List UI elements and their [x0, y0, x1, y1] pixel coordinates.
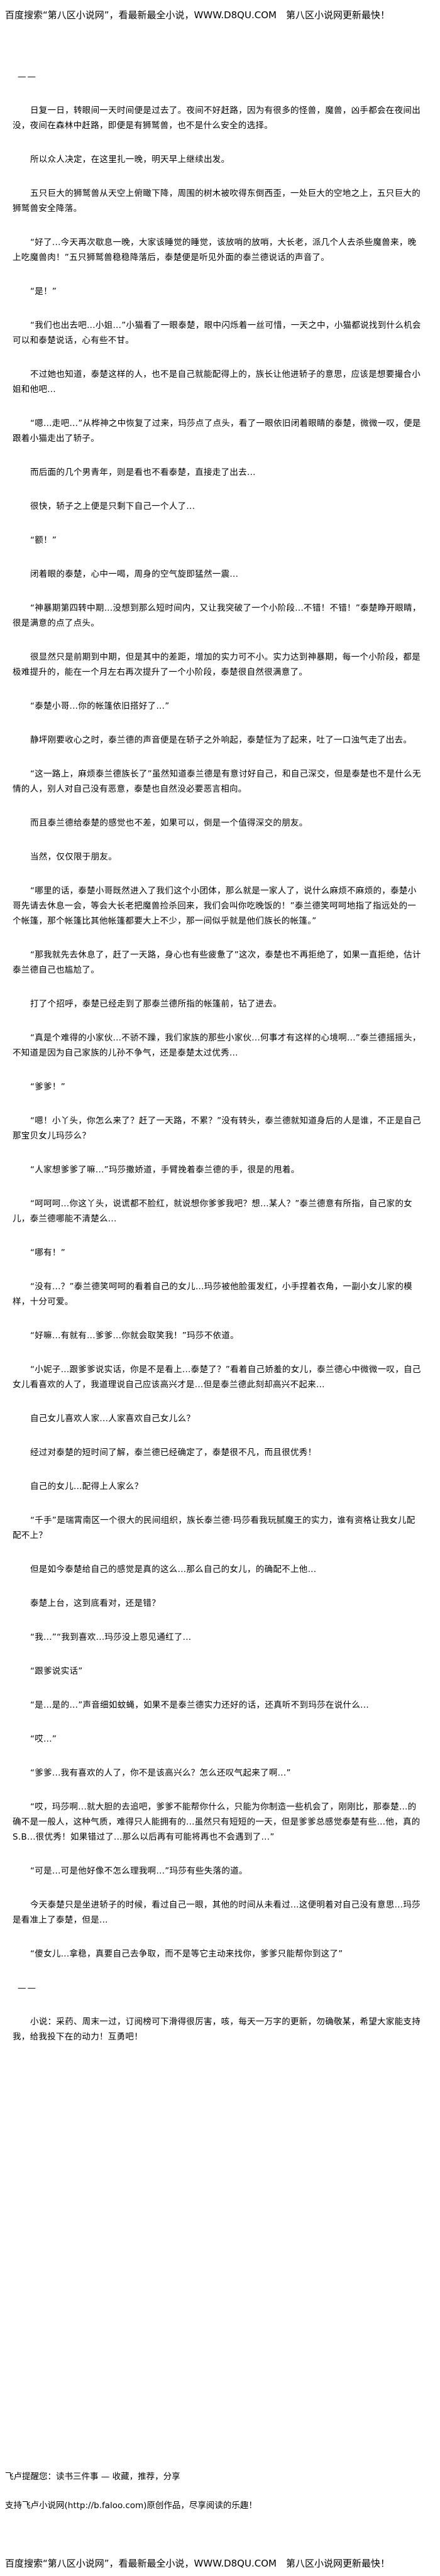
chapter-paragraph: “那我就先去休息了，赶了一天路，身心也有些疲惫了”这次，泰楚也不再拒绝了，如果一…: [13, 950, 421, 975]
chapter-paragraph: “我们也出去吧...小姐...”小猫看了一眼泰楚，眼中闪烁着一丝可惜，一天之中，…: [13, 320, 421, 346]
chapter-paragraph: “人家想爹爹了嘛...”玛莎撒娇道，手臂挽着泰兰德的手，很是的甩着。: [30, 1165, 300, 1175]
chapter-paragraph: 打了个招呼，泰楚已经走到了那泰兰德所指的帐篷前，钻了进去。: [30, 999, 282, 1009]
chapter-paragraph: “是！”: [30, 287, 57, 297]
share-reminder: 飞卢提醒您：读书三件事 — 收藏，推荐，分享: [5, 2472, 180, 2482]
chapter-paragraph: 静坪刚要收心之时，泰兰德的声音便是在轿子之外响起，泰楚怔为了起来，吐了一口浊气走…: [30, 735, 412, 745]
chapter-paragraph: “额！”: [30, 535, 57, 545]
chapter-paragraph: 当然，仅仅限于朋友。: [30, 852, 117, 862]
chapter-paragraph: “哎...”: [30, 1734, 57, 1744]
chapter-paragraph: 今天泰楚只是坐进轿子的时候，看过自己一眼，其他的时间从未看过...这便明着对自己…: [13, 1900, 421, 1925]
chapter-paragraph: “真是个难得的小家伙...不骄不躁，我们家族的那些小家伙...何事才有这样的心境…: [13, 1033, 421, 1058]
chapter-paragraph: “好了...今天再次歇息一晚，大家该睡觉的睡觉，该放哨的放哨，大长老，派几个人去…: [13, 237, 417, 263]
chapter-paragraph: 闭着眼的泰楚，心中一喝，周身的空气旋即猛然一震...: [30, 569, 239, 579]
chapter-paragraph: 很快，轿子之上便是只剩下自己一个人了...: [30, 501, 195, 511]
chapter-paragraph: “可是...可是他好像不怎么理我啊...”玛莎有些失落的道。: [30, 1866, 248, 1876]
chapter-paragraph: “是...是的...”声音细如蚊蝇，如果不是泰兰德实力还好的话，还真听不到玛莎在…: [30, 1700, 369, 1710]
chapter-footer: 飞卢提醒您：读书三件事 — 收藏，推荐，分享 支持飞卢小说网(http://b.…: [5, 2469, 435, 2527]
chapter-paragraph: 而后面的几个男青年，则是看也不看泰楚，直接走了出去...: [30, 467, 256, 478]
chapter-paragraph: 但是如今泰楚给自己的感觉是真的这么...那么自己的女儿，的确配不上他...: [30, 1564, 317, 1575]
chapter-paragraph: ——: [18, 1983, 37, 1993]
chapter-paragraph: “没有...？”泰兰德笑呵呵的看着自己的女儿...玛莎被他脸蛋发红，小手捏着衣角…: [13, 1282, 412, 1307]
chapter-paragraph: 日复一日，转眼间一天时间便是过去了。夜间不好赶路，因为有很多的怪兽，魔兽，凶手都…: [13, 106, 421, 131]
chapter-paragraph: “嗯！小丫头，你怎么来了？赶了一天路，不累？”没有转头，泰兰德就知道身后的人是谁…: [13, 1116, 421, 1141]
chapter-body: —— 日复一日，转眼间一天时间便是过去了。夜间不好赶路，因为有很多的怪兽，魔兽，凶…: [13, 69, 421, 2063]
chapter-paragraph: “哪里的话，泰楚小哥既然进入了我们这个小团体，那么就是一家人了，说什么麻烦不麻烦…: [13, 886, 417, 926]
chapter-paragraph: “嗯...走吧...”从桦神之中恢复了过来，玛莎点了点头，看了一眼依旧闭着眼睛的…: [13, 418, 421, 444]
chapter-paragraph: 自己女儿喜欢人家...人家喜欢自己女儿么？: [30, 1414, 195, 1424]
site-footer-notice: 百度搜索“第八区小说网”，看最新最全小说，WWW.D8QU.COM 第八区小说网…: [5, 2558, 390, 2569]
chapter-paragraph: “爹爹！”: [30, 1082, 65, 1092]
chapter-paragraph: ——: [18, 72, 37, 82]
chapter-paragraph: “哎，玛莎啊...就大胆的去追吧，爹爹不能帮你什么，只能为你制造一些机会了，刚刚…: [13, 1802, 421, 1842]
chapter-paragraph: “泰楚小哥...你的帐篷依旧搭好了...”: [30, 701, 170, 711]
chapter-paragraph: “爹爹...我有喜欢的人了，你不是该高兴么？怎么还叹气起来了啊...”: [30, 1768, 291, 1778]
chapter-paragraph: 小说：采药、周末一过，订阅榜可下滑得很厉害，咳，每天一万字的更新，勿确敬某，希望…: [13, 2017, 421, 2042]
chapter-paragraph: “我...”“我到喜欢...玛莎没上恩见通红了...: [30, 1632, 192, 1642]
chapter-paragraph: “神暴期第四转中期...没想到那么短时间内，又让我突破了一个小阶段...不错！不…: [13, 603, 421, 628]
chapter-paragraph: “呵呵呵...你这丫头，说谎都不脸红，就说想你爹爹我吧？想...某人？”泰兰德意…: [13, 1199, 412, 1224]
site-header-notice: 百度搜索“第八区小说网”，看最新最全小说，WWW.D8QU.COM 第八区小说网…: [5, 9, 390, 21]
chapter-paragraph: “这一路上，麻烦泰兰德族长了”虽然知道泰兰德是有意讨好自己，和自己深交，但是泰楚…: [13, 769, 421, 794]
chapter-paragraph: 泰楚上台，这到底看对，还是错？: [30, 1598, 160, 1608]
chapter-paragraph: 经过对泰楚的短时间了解，泰兰德已经确定了，泰楚很不凡，而且很优秀！: [30, 1448, 317, 1458]
support-notice: 支持飞卢小说网(http://b.faloo.com)原创作品，尽享阅读的乐趣！: [5, 2501, 257, 2511]
chapter-paragraph: “哪有！”: [30, 1248, 65, 1258]
chapter-paragraph: 自己的女儿...配得上人家么？: [30, 1482, 143, 1492]
chapter-paragraph: “好嘛...有就有...爹爹...你就会取笑我！”玛莎不依道。: [30, 1331, 239, 1341]
chapter-paragraph: 而且泰兰德给泰楚的感觉也不差，如果可以，倒是一个值得深交的朋友。: [30, 818, 308, 828]
chapter-paragraph: “千手”是瑞霄南区一个很大的民间组织，族长泰兰德·玛莎看我玩腻魔王的实力，谁有资…: [13, 1515, 415, 1541]
chapter-paragraph: “小妮子...跟爹爹说实话，你是不是看上...泰楚了？”看着自己娇羞的女儿，泰兰…: [13, 1365, 421, 1390]
chapter-paragraph: 所以众人决定，在这里扎一晚，明天早上继续出发。: [30, 155, 230, 165]
chapter-paragraph: “跟爹说实话”: [30, 1666, 83, 1676]
chapter-paragraph: “傻女儿...拿稳，真要自己去争取，而不是等它主动来找你，爹爹只能帮你到这了”: [30, 1949, 343, 1959]
chapter-paragraph: 不过她也知道，泰楚这样的人，也不是自己就能配得上的，族长让他进轿子的意思，应该是…: [13, 369, 421, 395]
chapter-paragraph: 很显然只是前期到中期，但是其中的差距，增加的实力可不小。实力达到神暴期，每一个小…: [13, 652, 421, 677]
chapter-paragraph: 五只巨大的狮鹫兽从天空上俯瞰下降，周围的树木被吹得东倒西歪，一处巨大的空地之上，…: [13, 188, 421, 214]
